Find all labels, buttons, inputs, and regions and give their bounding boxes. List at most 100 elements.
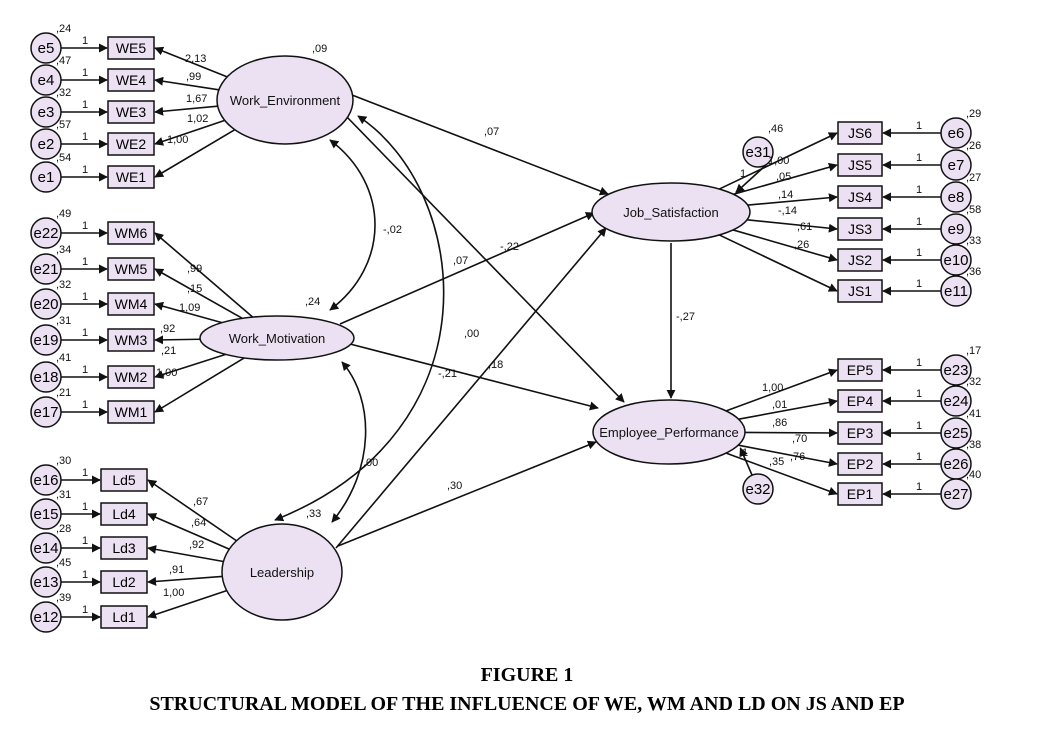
indicator-ep3: [837, 421, 883, 445]
error-e22-label: e22: [33, 225, 58, 242]
error-variance-e18: ,41: [56, 352, 71, 364]
indicator-js3-label: JS3: [848, 221, 872, 237]
error-e16: [30, 464, 62, 496]
disturbance-path-ep: [739, 447, 753, 476]
error-e11: [940, 275, 972, 307]
indicator-we1: [107, 165, 155, 189]
error-variance-e16: ,30: [56, 455, 71, 467]
indicator-ep2-label: EP2: [847, 456, 874, 472]
loading-ep4: ,01: [772, 399, 787, 411]
error-e3-label: e3: [38, 104, 55, 121]
fixed-weight-e2: 1: [82, 131, 88, 143]
error-variance-e4: ,47: [56, 55, 71, 67]
error-e5-label: e5: [38, 40, 55, 57]
loading-we5: 2,13: [185, 53, 206, 65]
latent-wm-label: Work_Motivation: [229, 331, 326, 346]
error-e15: [30, 498, 62, 530]
indicator-ld3: [100, 536, 148, 560]
loading-js5: ,05: [776, 171, 791, 183]
indicator-js5-label: JS5: [848, 157, 872, 173]
loading-path-wm5: [154, 268, 243, 320]
indicator-js1: [837, 279, 883, 303]
error-e27-label: e27: [943, 486, 968, 503]
disturbance-ep-label: e32: [745, 481, 770, 498]
loading-ep2: ,70: [792, 433, 807, 445]
error-e5: [30, 32, 62, 64]
error-variance-e23: ,17: [966, 345, 981, 357]
coef-ld-ep: ,30: [447, 480, 462, 492]
error-e12-label: e12: [33, 609, 58, 626]
latent-ep-label: Employee_Performance: [599, 425, 738, 440]
error-variance-e12: ,39: [56, 592, 71, 604]
indicator-ld5: [100, 468, 148, 492]
indicator-wm3: [107, 328, 155, 352]
loading-path-js1: [718, 234, 838, 292]
fixed-weight-e13: 1: [82, 569, 88, 581]
loading-ep5: 1,00: [762, 382, 783, 394]
path-we-ep: [345, 115, 625, 403]
error-variance-e24: ,32: [966, 376, 981, 388]
error-variance-e26: ,38: [966, 439, 981, 451]
loading-path-ld2: [147, 575, 223, 586]
error-variance-e7: ,26: [966, 140, 981, 152]
error-variance-e22: ,49: [56, 208, 71, 220]
error-e9-label: e9: [948, 221, 965, 238]
error-variance-e10: ,33: [966, 235, 981, 247]
sem-diagram: Work_EnvironmentWork_MotivationLeadershi…: [30, 23, 981, 633]
loading-path-ep2: [738, 444, 838, 467]
error-e6: [940, 117, 972, 149]
error-variance-e14: ,28: [56, 523, 71, 535]
error-e14: [30, 532, 62, 564]
loading-path-wm6: [154, 232, 254, 318]
loading-path-js5: [733, 162, 838, 196]
indicator-ep5-label: EP5: [847, 362, 874, 378]
loading-ep3: ,86: [772, 417, 787, 429]
indicator-ld4: [100, 502, 148, 526]
error-e6-label: e6: [948, 125, 965, 142]
indicator-ep3-label: EP3: [847, 425, 874, 441]
latent-we: [216, 55, 354, 145]
indicator-wm3-label: WM3: [115, 332, 148, 348]
disturbance-variance-js: ,46: [768, 123, 783, 135]
error-e23: [940, 354, 972, 386]
indicator-we5: [107, 36, 155, 60]
fixed-weight-e27: 1: [916, 481, 922, 493]
fixed-weight-e16: 1: [82, 467, 88, 479]
loading-path-js3: [747, 218, 838, 233]
indicator-js1-label: JS1: [848, 283, 872, 299]
fixed-weight-e1: 1: [82, 164, 88, 176]
error-variance-e8: ,27: [966, 172, 981, 184]
loading-ld1: 1,00: [163, 587, 184, 599]
error-e8: [940, 181, 972, 213]
variance-ld: ,33: [306, 508, 321, 520]
error-variance-e13: ,45: [56, 557, 71, 569]
error-variance-e11: ,36: [966, 266, 981, 278]
loading-js6: 1,00: [768, 155, 789, 167]
loading-we2: 1,02: [187, 113, 208, 125]
error-variance-e3: ,32: [56, 87, 71, 99]
disturbance-js: [742, 136, 774, 168]
fixed-weight-e7: 1: [916, 152, 922, 164]
fixed-weight-e22: 1: [82, 220, 88, 232]
loading-we3: 1,67: [186, 93, 207, 105]
fixed-weight-e10: 1: [916, 247, 922, 259]
coef-wm-js: -,22: [500, 241, 519, 253]
extra-label-ep: ,35: [769, 456, 784, 468]
indicator-js2-label: JS2: [848, 252, 872, 268]
path-ld-js: [335, 227, 607, 549]
error-e16-label: e16: [33, 472, 58, 489]
latent-ep: [592, 399, 746, 465]
indicator-wm2: [107, 365, 155, 389]
error-variance-e17: ,21: [56, 387, 71, 399]
indicator-ld3-label: Ld3: [112, 540, 136, 556]
path-we-js: [351, 94, 609, 196]
indicator-ep4: [837, 389, 883, 413]
disturbance-ep: [742, 473, 774, 505]
error-e4-label: e4: [38, 72, 55, 89]
fixed-weight-e23: 1: [916, 357, 922, 369]
error-e17: [30, 396, 62, 428]
loading-js3: -,14: [778, 205, 797, 217]
figure-subtitle: STRUCTURAL MODEL OF THE INFLUENCE OF WE,…: [149, 693, 905, 715]
path-wm-ep: [349, 343, 599, 411]
coef-cov-we-ld: ,00: [464, 328, 479, 340]
